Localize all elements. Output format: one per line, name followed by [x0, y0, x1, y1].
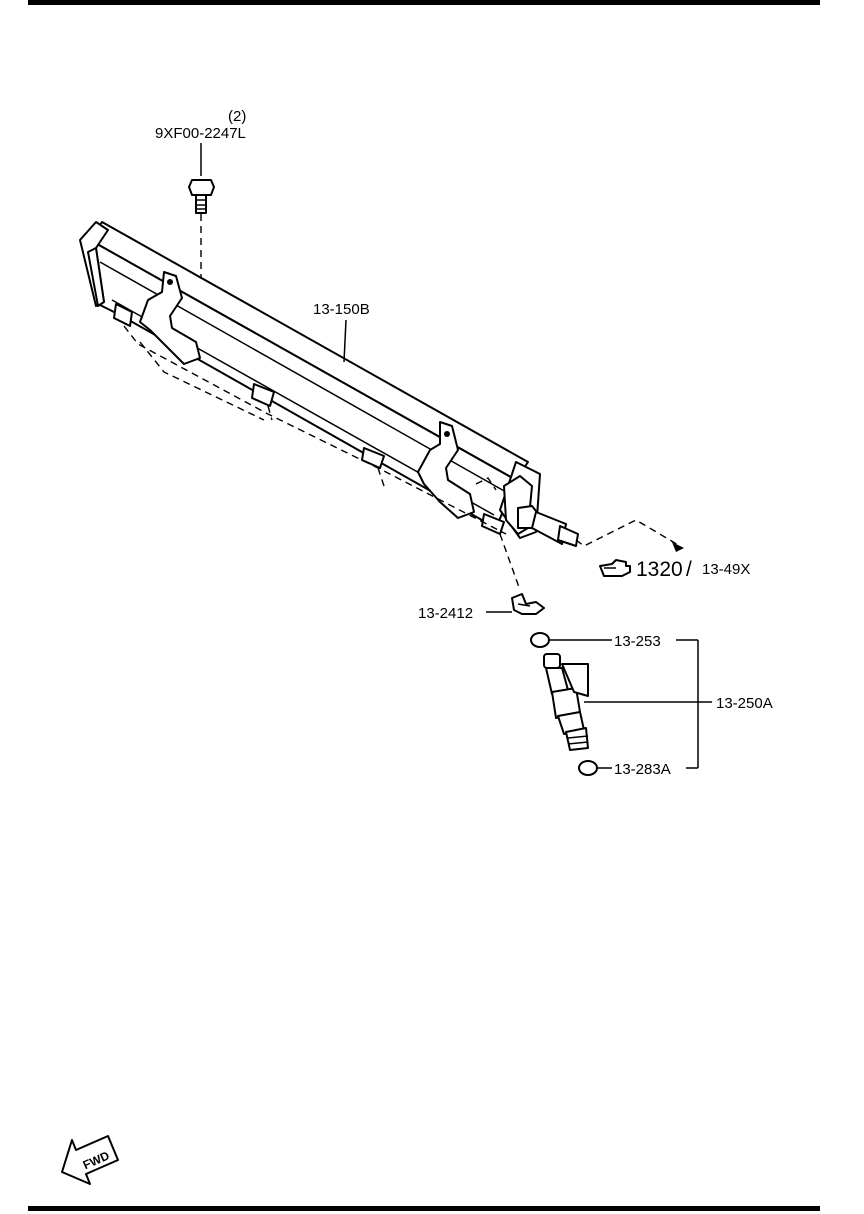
reference-separator: /: [686, 558, 692, 581]
injector: 13-250A: [543, 653, 773, 751]
clip-part-number: 13-2412: [418, 605, 473, 622]
bottom-rule: [28, 1206, 820, 1211]
injector-part-number: 13-250A: [716, 695, 773, 712]
reference-main: 1320: [636, 558, 683, 581]
fuel-rail: 13-150B: [79, 221, 579, 591]
upper-o-ring-part-number: 13-253: [614, 633, 661, 650]
bolt-part-number: 9XF00-2247L: [155, 125, 246, 142]
bolt-qty-label: (2): [228, 108, 246, 125]
fuel-rail-part-number: 13-150B: [313, 301, 370, 318]
upper-o-ring: 13-253: [530, 632, 698, 650]
lower-o-ring: 13-283A: [578, 760, 698, 778]
top-rule: [28, 0, 820, 5]
bolt-head: [188, 179, 215, 196]
outlet-route: [575, 519, 681, 547]
fwd-arrow-icon: FWD: [61, 1135, 119, 1185]
lower-o-ring-part-number: 13-283A: [614, 761, 671, 778]
reference-sub: 13-49X: [702, 561, 750, 578]
outlet-route-arrow: [672, 542, 684, 552]
pointing-hand-icon: [599, 559, 631, 577]
clip: 13-2412: [418, 593, 545, 622]
reference-callout: 1320 / 13-49X: [599, 558, 750, 581]
